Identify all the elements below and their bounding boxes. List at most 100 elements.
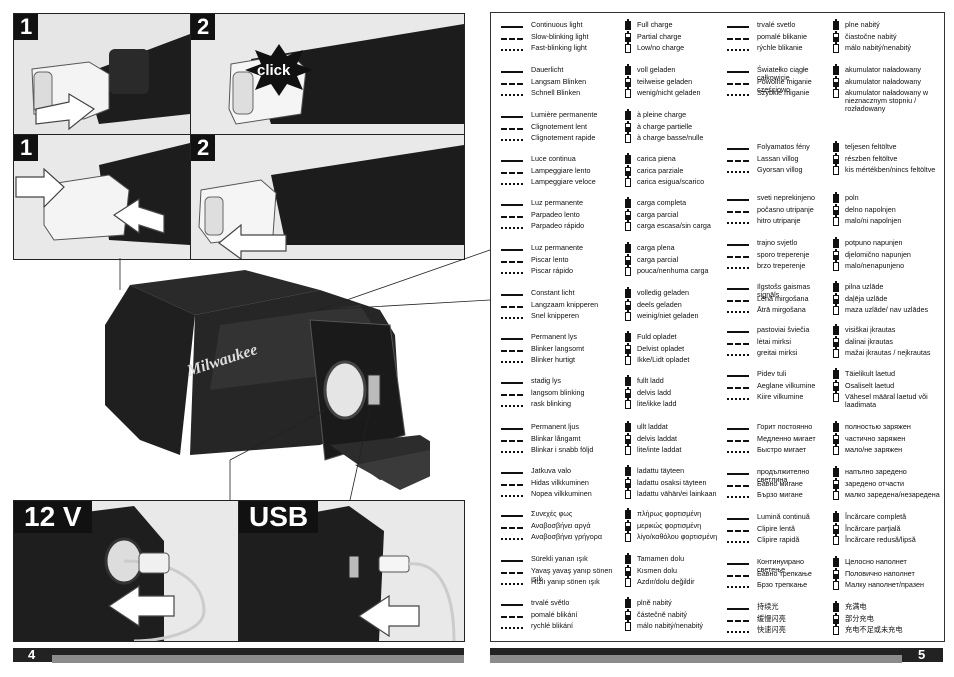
charge-state-label: voll geladen: [637, 65, 676, 74]
charge-state-label: částečně nabitý: [637, 609, 687, 619]
light-pattern-label: langsom blinking: [531, 387, 585, 397]
battery-full-icon: [833, 324, 839, 335]
light-pattern-dot-icon: [501, 361, 523, 363]
step-panel-3-insert: 1: [13, 134, 191, 260]
light-pattern-dash-icon: [727, 386, 749, 389]
battery-half-icon: [833, 477, 839, 489]
light-pattern-label: Blinkar långamt: [531, 433, 581, 443]
light-pattern-dot-icon: [727, 496, 749, 498]
charge-state-label: részben feltöltve: [845, 153, 898, 163]
battery-empty-icon: [833, 391, 839, 402]
charge-state-label: málo nabitý/nenabitý: [845, 43, 911, 52]
battery-full-icon: [833, 421, 839, 432]
light-pattern-solid-icon: [727, 473, 749, 475]
light-pattern-label: Горит постоянно: [757, 422, 813, 431]
light-pattern-dash-icon: [727, 342, 749, 345]
light-pattern-label: Schnell Blinken: [531, 88, 581, 97]
light-pattern-label: Clignotement lent: [531, 121, 587, 131]
light-pattern-label: Бавно трепкање: [757, 568, 812, 578]
charge-state-label: dalinai įkrautas: [845, 336, 893, 346]
light-pattern-label: Медленно мигает: [757, 433, 816, 443]
light-pattern-solid-icon: [501, 472, 523, 474]
light-pattern-solid-icon: [501, 249, 523, 251]
charge-state-label: carga plena: [637, 243, 675, 252]
light-pattern-label: Langsam Blinken: [531, 76, 587, 86]
battery-half-icon: [625, 519, 631, 531]
legend-row: 持续光充满电: [717, 601, 937, 614]
light-pattern-dash-icon: [727, 484, 749, 487]
charge-state-label: malo/ni napolnjen: [845, 216, 902, 225]
battery-half-icon: [625, 608, 631, 620]
light-pattern-label: Hızlı yanıp sönen ışık: [531, 577, 600, 586]
charge-state-label: maza uzlāde/ nav uzlādes: [845, 305, 929, 314]
battery-empty-icon: [833, 534, 839, 545]
light-pattern-dot-icon: [501, 49, 523, 51]
light-pattern-label: Lēnā mirgošana: [757, 293, 809, 303]
light-pattern-label: Parpadeo rápido: [531, 221, 585, 230]
charge-state-label: akumulator naładowany w nieznacznym stop…: [845, 88, 929, 113]
charge-state-label: Osaliselt laetud: [845, 380, 895, 390]
light-pattern-label: 快速闪亮: [757, 625, 786, 634]
battery-empty-icon: [833, 164, 839, 175]
charge-state-label: Малку наполнет/празен: [845, 580, 924, 589]
light-pattern-label: Lumină continuă: [757, 512, 810, 521]
light-pattern-dash-icon: [501, 349, 523, 352]
battery-full-icon: [625, 421, 631, 432]
battery-half-icon: [833, 152, 839, 164]
charge-state-label: заредено отчасти: [845, 478, 905, 488]
light-pattern-solid-icon: [727, 608, 749, 610]
battery-half-icon: [833, 203, 839, 215]
charge-state-label: djelomično napunjen: [845, 249, 911, 259]
light-pattern-dash-icon: [501, 215, 523, 218]
charge-state-label: pouca/nenhuma carga: [637, 266, 709, 275]
tool-illustration: [191, 135, 464, 259]
light-pattern-label: Hidas vilkkuminen: [531, 477, 589, 487]
light-pattern-label: hitro utripanje: [757, 216, 801, 225]
battery-full-icon: [833, 141, 839, 152]
charge-state-label: Täielikult laetud: [845, 369, 895, 378]
light-pattern-dash-icon: [501, 171, 523, 174]
battery-empty-icon: [625, 576, 631, 587]
charge-state-label: à charge basse/nulle: [637, 133, 704, 142]
voltage-label: 12 V: [14, 501, 92, 533]
light-pattern-solid-icon: [501, 116, 523, 118]
charge-state-label: Azdır/dolu değildir: [637, 577, 695, 586]
battery-empty-icon: [833, 489, 839, 500]
light-pattern-label: Aeglane vilkumine: [757, 380, 816, 390]
charge-state-label: delvis ladd: [637, 387, 671, 397]
power-source-main-illustration: [105, 270, 430, 490]
light-pattern-label: počasno utripanje: [757, 204, 814, 214]
light-pattern-label: Nopea vilkkuminen: [531, 489, 592, 498]
light-pattern-label: sporo treperenje: [757, 249, 810, 259]
battery-full-icon: [625, 19, 631, 30]
charge-state-label: teilweise geladen: [637, 76, 693, 86]
page-number-left: 4: [28, 647, 36, 662]
light-pattern-solid-icon: [727, 26, 749, 28]
battery-empty-icon: [833, 444, 839, 455]
charge-state-label: lite/ikke ladd: [637, 399, 677, 408]
light-pattern-dot-icon: [501, 183, 523, 185]
battery-full-icon: [833, 237, 839, 248]
step-number: 2: [191, 14, 216, 40]
charge-state-label: weinig/niet geladen: [637, 311, 699, 320]
light-pattern-dot-icon: [501, 451, 523, 453]
